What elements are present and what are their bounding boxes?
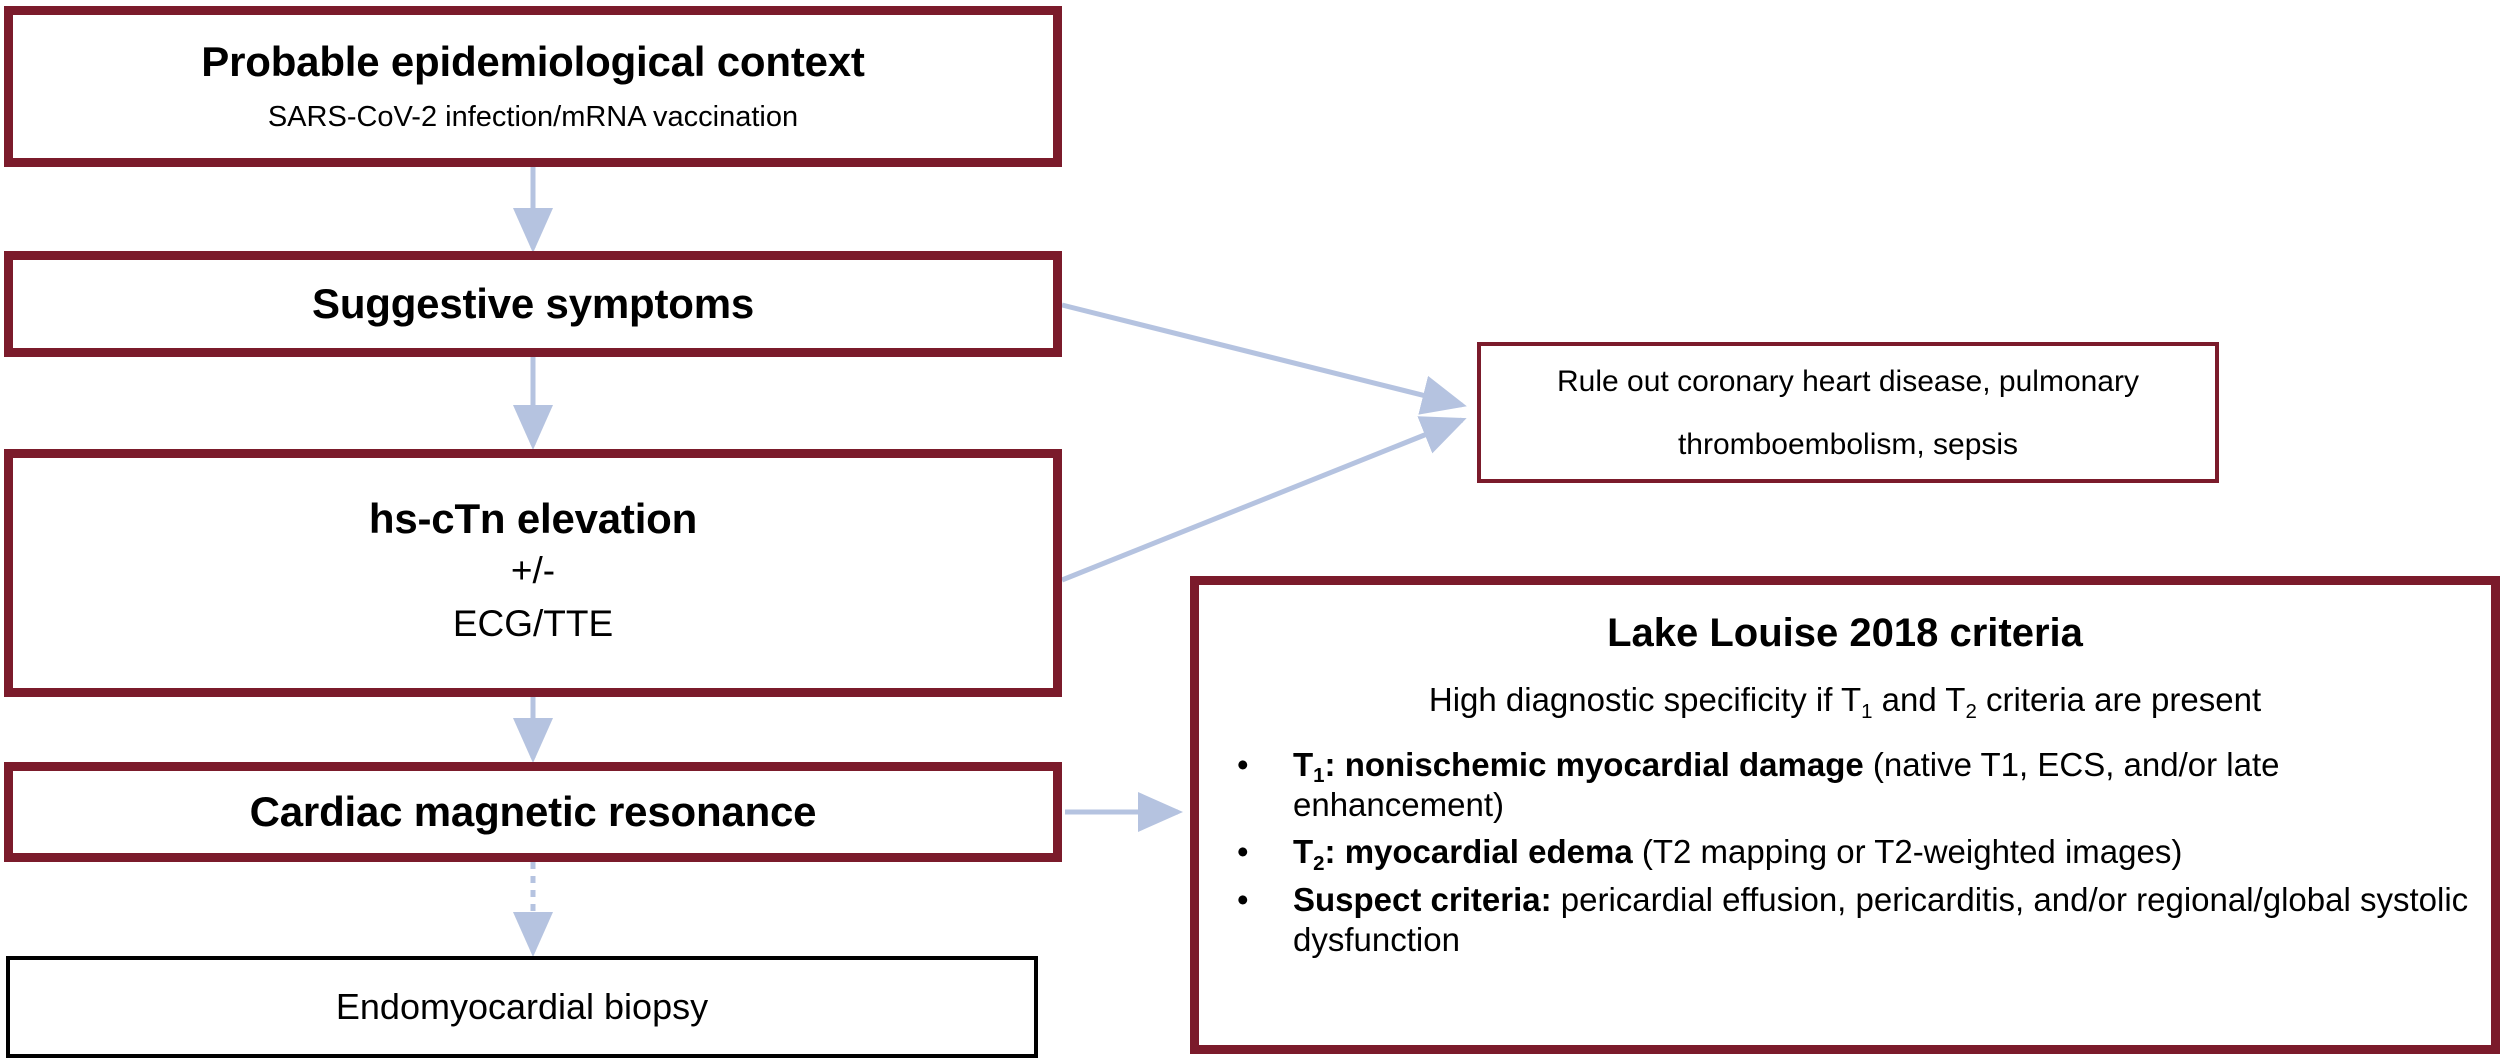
lake-louise-criteria-list: •T1: nonischemic myocardial damage (nati… — [1221, 745, 2469, 967]
criterion-label-suffix: Suspect criteria: — [1293, 880, 1552, 918]
list-item: • Suspect criteria: pericardial effusion,… — [1221, 880, 2469, 961]
lake-louise-subtitle-middle: and T — [1872, 681, 1966, 718]
node-suggestive-symptoms-title: Suggestive symptoms — [312, 279, 754, 327]
criterion-label-prefix: T — [1293, 745, 1314, 783]
lake-louise-title: Lake Louise 2018 criteria — [1607, 611, 2083, 655]
connector-hsctn-to-ruleout — [1061, 416, 1467, 583]
bullet-icon: • — [1237, 880, 1249, 918]
node-rule-out-differentials[interactable]: Rule out coronary heart disease, pulmona… — [1477, 342, 2219, 483]
node-endomyocardial-biopsy[interactable]: Endomyocardial biopsy — [6, 956, 1038, 1058]
node-cardiac-magnetic-resonance[interactable]: Cardiac magnetic resonance — [4, 762, 1062, 862]
lake-louise-subtitle-after: criteria are present — [1976, 681, 2262, 718]
criterion-label-suffix: : nonischemic myocardial damage — [1324, 745, 1864, 783]
node-endomyocardial-biopsy-title: Endomyocardial biopsy — [335, 986, 709, 1027]
list-item: • T1: nonischemic myocardial damage (nati… — [1221, 745, 2469, 826]
node-hs-ctn-line3: ECG/TTE — [452, 603, 614, 645]
node-hs-ctn-title: hs-cTn elevation — [368, 495, 698, 543]
criterion-detail: (T2 mapping or T2-weighted images) — [1632, 833, 2183, 871]
node-epidemiological-context-subtitle: SARS-CoV-2 infection/mRNA vaccination — [267, 101, 799, 134]
lake-louise-subtitle-before: High diagnostic specificity if T — [1428, 681, 1862, 718]
lake-louise-subtitle-sub2: 2 — [1965, 699, 1977, 723]
lake-louise-subtitle-sub1: 1 — [1861, 699, 1873, 723]
criterion-label: T2: myocardial edema — [1293, 833, 1633, 875]
node-rule-out-line1: Rule out coronary heart disease, pulmona… — [1557, 364, 2139, 398]
node-suggestive-symptoms[interactable]: Suggestive symptoms — [4, 251, 1062, 357]
bullet-icon: • — [1237, 745, 1249, 783]
node-rule-out-line2: thromboembolism, sepsis — [1677, 427, 2019, 461]
bullet-icon: • — [1237, 833, 1249, 871]
list-item: • T2: myocardial edema (T2 mapping or T2-… — [1221, 832, 2469, 875]
node-epidemiological-context[interactable]: Probable epidemiological context SARS-Co… — [4, 6, 1062, 167]
criterion-label-sub: 1 — [1313, 764, 1325, 788]
node-cardiac-magnetic-resonance-title: Cardiac magnetic resonance — [249, 787, 817, 835]
node-hs-ctn-line2: +/- — [510, 549, 556, 591]
criterion-label-suffix: : myocardial edema — [1324, 833, 1633, 871]
node-epidemiological-context-title: Probable epidemiological context — [201, 37, 865, 85]
node-lake-louise-criteria[interactable]: Lake Louise 2018 criteria High diagnosti… — [1190, 576, 2500, 1054]
lake-louise-subtitle: High diagnostic specificity if T1 and T2… — [1221, 681, 2469, 723]
criterion-label: T1: nonischemic myocardial damage — [1293, 745, 1864, 788]
criterion-label: Suspect criteria: — [1293, 881, 1552, 918]
criterion-detail: (native T1, ECS, and/or late enhancement… — [1293, 745, 2280, 824]
criterion-label-sub: 2 — [1313, 851, 1325, 875]
criterion-label-prefix: T — [1293, 833, 1314, 871]
node-hs-ctn-elevation[interactable]: hs-cTn elevation +/- ECG/TTE — [4, 449, 1062, 697]
connector-symptoms-to-ruleout — [1061, 302, 1467, 415]
criterion-detail: pericardial effusion, pericarditis, and/… — [1293, 880, 2469, 958]
